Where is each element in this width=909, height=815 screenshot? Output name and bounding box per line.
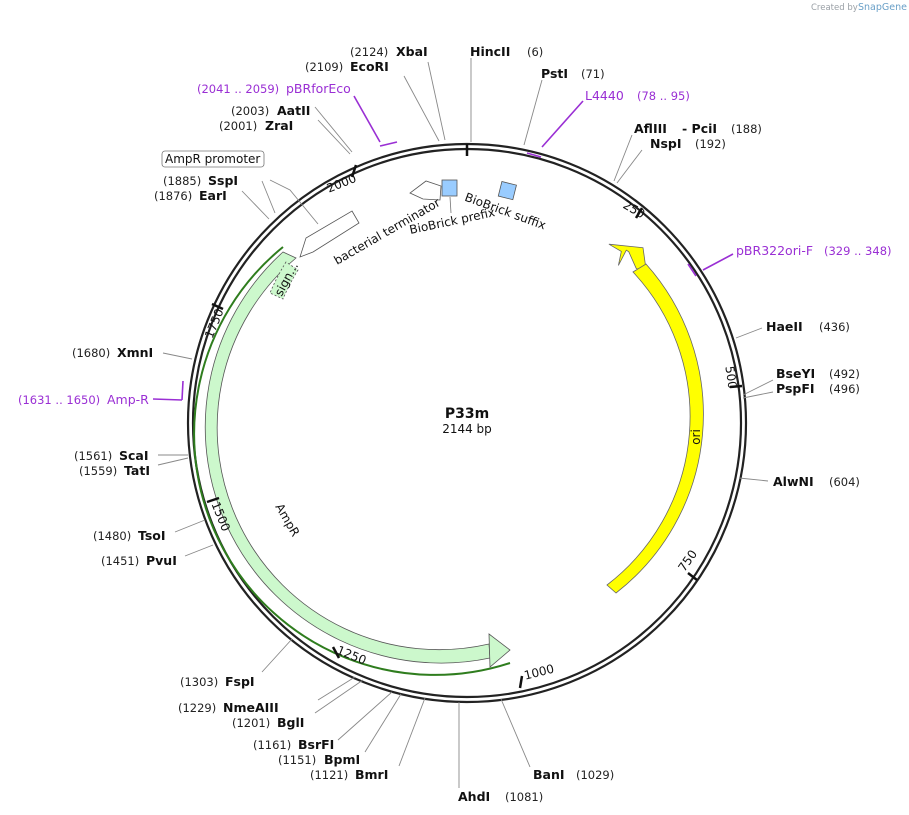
- primer-name-pbrforeco[interactable]: pBRforEco: [286, 81, 351, 96]
- enzyme-pos-fspi: (1303): [180, 675, 218, 689]
- bacterial-terminator-feature[interactable]: [409, 180, 442, 201]
- ampr-label: AmpR: [272, 501, 302, 539]
- enzyme-name-bsrfi[interactable]: BsrFI: [298, 737, 334, 752]
- enzyme-pos-nspi: (192): [695, 137, 726, 151]
- enzyme-name-hincii[interactable]: HincII: [470, 44, 510, 59]
- enzyme-pos-xmni: (1680): [72, 346, 110, 360]
- enzyme-pos-zrai: (2001): [219, 119, 257, 133]
- enzyme-pos-psti: (71): [581, 67, 605, 81]
- plasmid-length: 2144 bp: [442, 422, 492, 436]
- enzyme-name-pcii[interactable]: - PciI: [682, 121, 717, 136]
- tick-label-500: 500: [722, 365, 739, 390]
- primer-range-l4440: (78 .. 95): [637, 89, 690, 103]
- primer-marks: [152, 95, 734, 401]
- tick-label-1000: 1000: [523, 662, 556, 683]
- enzyme-pos-ecori: (2109): [305, 60, 343, 74]
- ampr-promoter-label-box: [161, 150, 265, 168]
- enzyme-pos-xbai: (2124): [350, 45, 388, 59]
- ori-label: ori: [689, 429, 703, 445]
- enzyme-name-nspi[interactable]: NspI: [650, 136, 682, 151]
- enzyme-name-afliii[interactable]: AflIII: [634, 121, 667, 136]
- enzyme-name-psti[interactable]: PstI: [541, 66, 568, 81]
- enzyme-pos-bseyi: (492): [829, 367, 860, 381]
- enzyme-name-bani[interactable]: BanI: [533, 767, 565, 782]
- tick-label-2000: 2000: [325, 171, 359, 195]
- enzyme-pos-hincii: (6): [527, 45, 543, 59]
- enzyme-name-ecori[interactable]: EcoRI: [350, 59, 389, 74]
- enzyme-pos-haeii: (436): [819, 320, 850, 334]
- enzyme-name-scai[interactable]: ScaI: [119, 448, 149, 463]
- enzyme-name-ahdi[interactable]: AhdI: [458, 789, 490, 804]
- enzyme-name-sspi[interactable]: SspI: [208, 173, 238, 188]
- signal-feature[interactable]: [269, 261, 299, 300]
- enzyme-name-xbai[interactable]: XbaI: [396, 44, 428, 59]
- enzyme-name-aatii[interactable]: AatII: [277, 103, 310, 118]
- enzyme-pos-pvui: (1451): [101, 554, 139, 568]
- tick-marks: [206, 144, 743, 689]
- enzyme-pos-eari: (1876): [154, 189, 192, 203]
- primer-name-pbr322ori-f[interactable]: pBR322ori-F: [736, 243, 813, 258]
- ampr-arc[interactable]: [204, 251, 491, 664]
- primer-name-l4440[interactable]: L4440: [585, 88, 624, 103]
- primer-range-pbrforeco: (2041 .. 2059): [197, 82, 279, 96]
- ampr-promoter-label: AmpR promoter: [165, 152, 260, 166]
- enzyme-name-xmni[interactable]: XmnI: [117, 345, 153, 360]
- enzyme-pos-bgli: (1201): [232, 716, 270, 730]
- enzyme-pos-sspi: (1885): [163, 174, 201, 188]
- enzyme-name-tati[interactable]: TatI: [124, 463, 150, 478]
- enzyme-pos-bmri: (1121): [310, 768, 348, 782]
- enzyme-name-nmeaiii[interactable]: NmeAIII: [223, 700, 279, 715]
- enzyme-pos-pspfi: (496): [829, 382, 860, 396]
- enzyme-name-pspfi[interactable]: PspFI: [776, 381, 815, 396]
- enzyme-name-bmri[interactable]: BmrI: [355, 767, 388, 782]
- credit-prefix: Created by: [811, 3, 858, 13]
- biobrick-suffix-feature[interactable]: [497, 181, 517, 201]
- tick-label-250: 250: [621, 198, 648, 222]
- plasmid-name: P33m: [445, 406, 489, 422]
- enzyme-name-fspi[interactable]: FspI: [225, 674, 255, 689]
- ori-feature[interactable]: [608, 243, 648, 277]
- enzyme-pos-nmeaiii: (1229): [178, 701, 216, 715]
- enzyme-pos-bpmi: (1151): [278, 753, 316, 767]
- enzyme-pos-scai: (1561): [74, 449, 112, 463]
- snapgene-logo-text: SnapGene: [858, 2, 907, 13]
- tick-label-750: 750: [675, 547, 700, 574]
- enzyme-name-tsoi[interactable]: TsoI: [138, 528, 166, 543]
- enzyme-name-haeii[interactable]: HaeII: [766, 319, 803, 334]
- enzyme-pos-bani: (1029): [576, 768, 614, 782]
- enzyme-pos-tati: (1559): [79, 464, 117, 478]
- enzyme-name-alwni[interactable]: AlwNI: [773, 474, 814, 489]
- enzyme-name-zrai[interactable]: ZraI: [265, 118, 293, 133]
- enzyme-name-bseyi[interactable]: BseYI: [776, 366, 815, 381]
- enzyme-pos-tsoi: (1480): [93, 529, 131, 543]
- enzyme-name-bpmi[interactable]: BpmI: [324, 752, 360, 767]
- primer-range-pbr322ori-f: (329 .. 348): [824, 244, 892, 258]
- ampr-arrowhead[interactable]: [488, 633, 511, 668]
- enzyme-name-pvui[interactable]: PvuI: [146, 553, 177, 568]
- enzyme-leader-lines: [157, 58, 774, 788]
- ampr-promoter-feature[interactable]: [299, 210, 360, 258]
- enzyme-pos-ahdi: (1081): [505, 790, 543, 804]
- enzyme-name-bgli[interactable]: BglI: [277, 715, 304, 730]
- enzyme-pos-alwni: (604): [829, 475, 860, 489]
- enzyme-pos-pcii: (188): [731, 122, 762, 136]
- primer-name-amp-r[interactable]: Amp-R: [107, 392, 149, 407]
- ori-arc[interactable]: [606, 263, 704, 594]
- biobrick-prefix-leader: [449, 196, 452, 214]
- biobrick-prefix-feature[interactable]: [441, 179, 458, 197]
- tick-label-1750: 1750: [202, 307, 226, 341]
- ampr-outline: [193, 246, 511, 676]
- enzyme-name-eari[interactable]: EarI: [199, 188, 227, 203]
- primer-range-amp-r: (1631 .. 1650): [18, 393, 100, 407]
- enzyme-pos-aatii: (2003): [231, 104, 269, 118]
- enzyme-pos-bsrfi: (1161): [253, 738, 291, 752]
